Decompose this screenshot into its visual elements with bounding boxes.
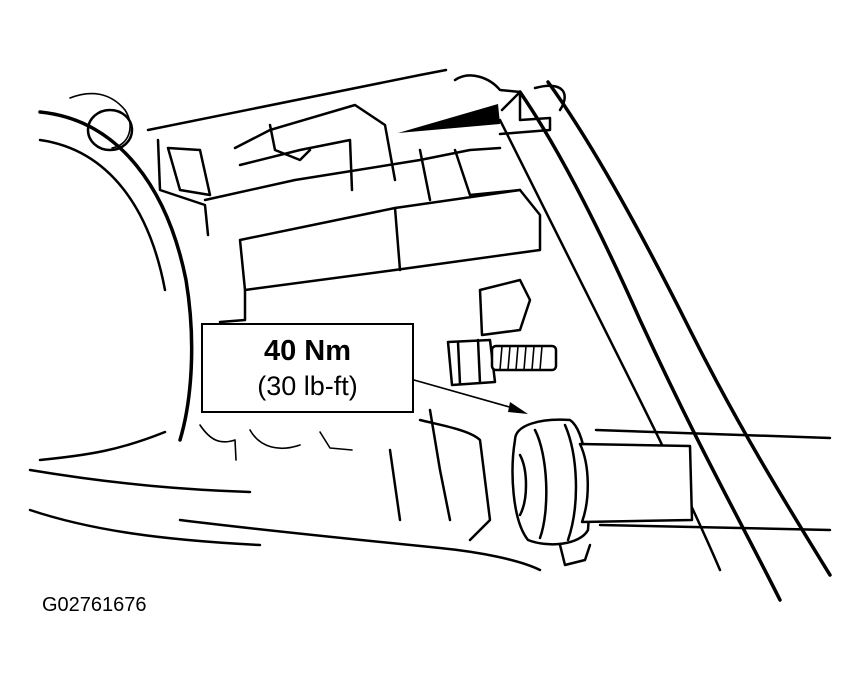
torque-value-lbft: (30 lb-ft) <box>257 371 358 401</box>
callout-leader <box>413 379 528 414</box>
component-body <box>28 148 542 572</box>
bolt <box>446 338 558 387</box>
round-housing <box>28 92 252 494</box>
direction-arrow <box>398 74 552 136</box>
tube-fitting-nut <box>511 418 694 567</box>
torque-value-nm: 40 Nm <box>263 335 352 367</box>
mounting-bracket <box>146 68 502 237</box>
torque-callout-box: 40 Nm (30 lb-ft) <box>201 323 414 413</box>
figure-id: G02761676 <box>42 594 147 616</box>
